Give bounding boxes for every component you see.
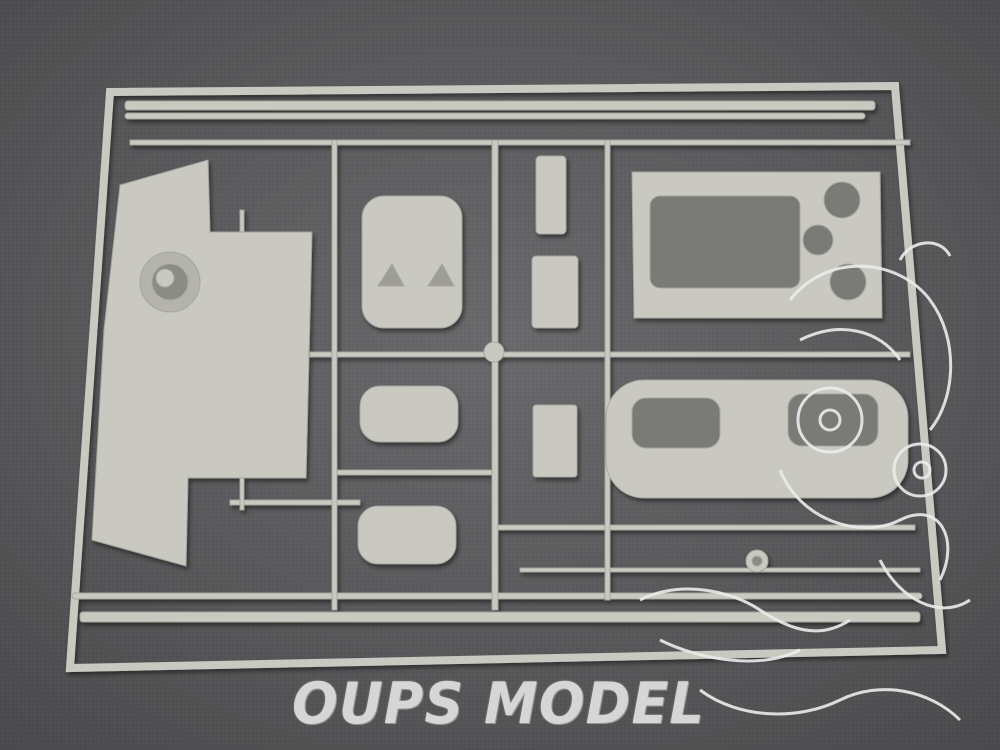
small-hatch-1 xyxy=(359,385,459,443)
cartoon-character-logo-icon xyxy=(639,241,971,722)
hull-plate xyxy=(91,159,313,567)
hatch-plate xyxy=(361,195,463,329)
plastic-sprue xyxy=(65,81,947,673)
sprue-frame xyxy=(65,81,947,673)
watermark-text: OUPS MODEL xyxy=(292,670,705,737)
small-hatch-2 xyxy=(357,505,457,565)
